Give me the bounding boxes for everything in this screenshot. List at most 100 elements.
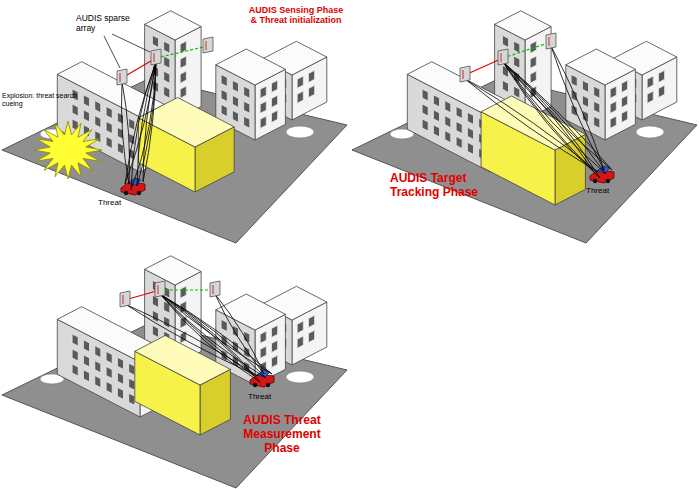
- window: [647, 76, 653, 88]
- window: [83, 370, 89, 382]
- window: [164, 56, 170, 68]
- window: [571, 74, 577, 86]
- window: [659, 85, 665, 97]
- window: [106, 366, 112, 378]
- curb: [286, 371, 314, 383]
- window: [433, 95, 439, 107]
- window: [610, 86, 616, 98]
- window: [272, 355, 278, 367]
- window: [72, 349, 78, 361]
- window: [445, 116, 451, 128]
- window: [582, 80, 588, 92]
- window: [582, 95, 588, 107]
- callout-label: Explosion: threat search cueing: [2, 92, 80, 108]
- window: [622, 95, 628, 107]
- window: [221, 319, 227, 331]
- window: [95, 361, 101, 373]
- array-link: [156, 46, 208, 58]
- sensor-beam: [137, 62, 156, 186]
- window: [72, 104, 78, 116]
- window: [514, 86, 520, 98]
- sensor-beam: [160, 294, 254, 376]
- window: [297, 91, 303, 103]
- curb: [286, 126, 314, 138]
- phase-title: AUDIS Target Tracking Phase: [390, 172, 502, 200]
- window: [129, 378, 135, 390]
- window: [95, 346, 101, 358]
- window: [445, 131, 451, 143]
- curb: [636, 126, 664, 138]
- array-element: [123, 295, 124, 304]
- window: [232, 95, 238, 107]
- callout-label: AUDIS sparse array: [76, 14, 138, 34]
- car-wheel: [253, 383, 257, 387]
- sensor-array: [151, 49, 161, 65]
- sensor-beam: [215, 294, 264, 374]
- window: [272, 325, 278, 337]
- array-element: [154, 53, 155, 62]
- window: [433, 125, 439, 137]
- scene-panel: [2, 256, 347, 488]
- window: [445, 101, 451, 113]
- sensor-array: [155, 281, 165, 297]
- window: [297, 321, 303, 333]
- sensor-array: [210, 281, 220, 297]
- window: [467, 112, 473, 124]
- window: [530, 41, 536, 53]
- sensor-beam: [551, 46, 604, 170]
- window: [83, 110, 89, 122]
- window: [594, 101, 600, 113]
- sensor-beam: [503, 62, 594, 172]
- window: [129, 363, 135, 375]
- sensor-array: [203, 37, 213, 53]
- window: [610, 101, 616, 113]
- window: [117, 372, 123, 384]
- window: [83, 95, 89, 107]
- window: [594, 116, 600, 128]
- window: [571, 89, 577, 101]
- window: [514, 56, 520, 68]
- window: [244, 116, 250, 128]
- window: [129, 393, 135, 405]
- sensor-array: [546, 33, 556, 49]
- cargo-box-roof: [135, 336, 231, 386]
- window: [582, 110, 588, 122]
- window: [594, 86, 600, 98]
- phase-title: AUDIS Threat Measurement Phase: [232, 414, 332, 455]
- window: [610, 116, 616, 128]
- window: [72, 334, 78, 346]
- window: [180, 86, 186, 98]
- window: [72, 364, 78, 376]
- window: [456, 136, 462, 148]
- array-element: [463, 70, 464, 79]
- window: [117, 387, 123, 399]
- window: [83, 355, 89, 367]
- window: [244, 101, 250, 113]
- window: [456, 106, 462, 118]
- window: [433, 110, 439, 122]
- window: [272, 80, 278, 92]
- sensor-beam: [465, 79, 598, 172]
- window: [117, 142, 123, 154]
- window: [260, 331, 266, 343]
- window: [180, 286, 186, 298]
- array-link: [465, 58, 503, 75]
- window: [152, 310, 158, 322]
- window: [164, 86, 170, 98]
- window: [244, 86, 250, 98]
- window: [467, 142, 473, 154]
- window: [221, 104, 227, 116]
- window: [180, 56, 186, 68]
- array-element: [501, 53, 502, 62]
- window: [221, 89, 227, 101]
- window: [422, 104, 428, 116]
- sensor-array: [460, 66, 470, 82]
- target-label: Threat: [98, 198, 138, 207]
- window: [309, 70, 315, 82]
- window: [106, 106, 112, 118]
- array-element: [206, 41, 207, 50]
- sensor-array: [498, 49, 508, 65]
- array-link: [160, 289, 215, 290]
